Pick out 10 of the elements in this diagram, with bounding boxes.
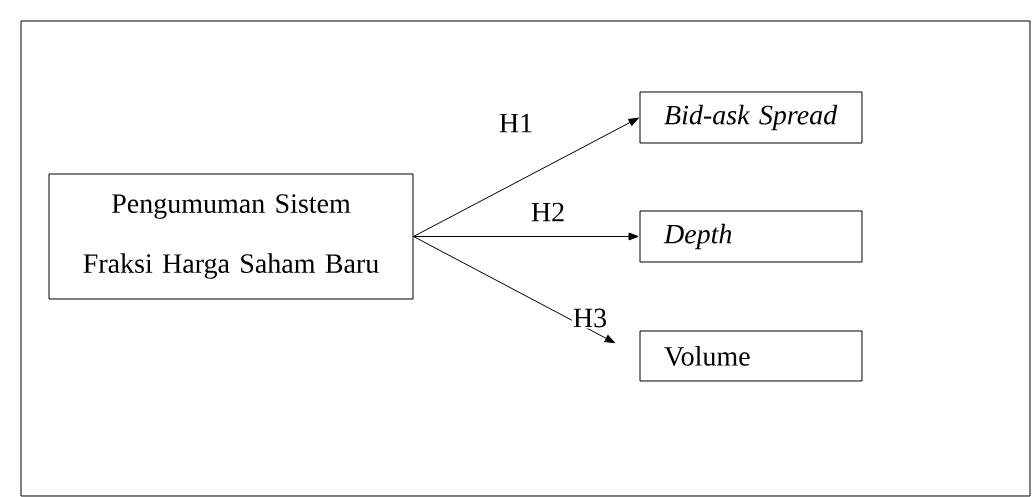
box: Pengumuman Sistem Fraksi Harga Saham Baru	[48, 173, 414, 300]
edge-label: H1	[497, 112, 535, 134]
edge-label: H3	[571, 307, 609, 329]
box: Volume	[639, 330, 863, 382]
box: Bid-ask Spread	[639, 91, 863, 144]
arrow	[413, 117, 639, 237]
box: Depth	[639, 210, 863, 263]
arrow	[413, 236, 615, 344]
arrow	[413, 232, 639, 241]
edge-label: H2	[529, 201, 567, 223]
